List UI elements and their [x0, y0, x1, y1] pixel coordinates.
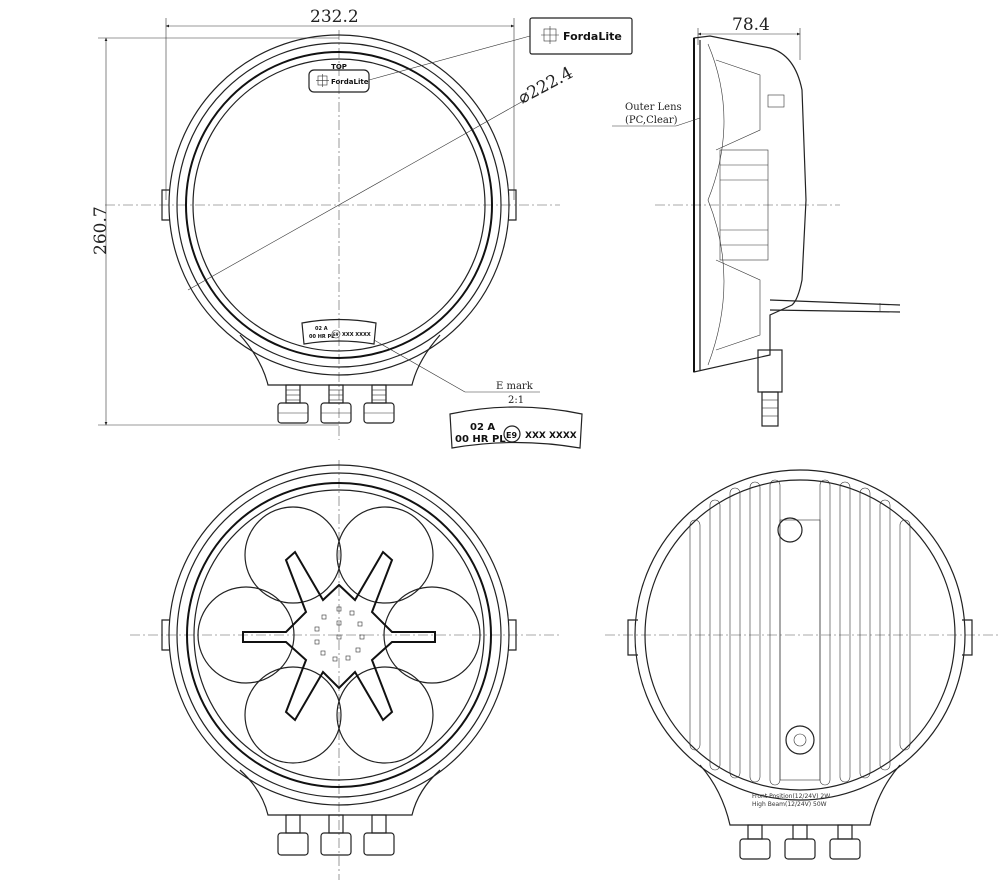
rear-vent-plug [777, 517, 803, 543]
lens-emark-badge [301, 318, 377, 345]
outer-lens-label-line2: (PC,Clear) [625, 115, 678, 126]
petal-5 [244, 666, 342, 764]
lens-emark-line2: 00 HR PL [309, 334, 335, 340]
reflector-ring-3 [186, 482, 492, 788]
lens-emark-code: E9 [333, 332, 339, 337]
brand-callout-text: FordaLite [563, 30, 622, 43]
height-dimension-text: 260.7 [91, 206, 111, 255]
top-label: TOP [331, 63, 347, 71]
rear-spec-line2: High Beam(12/24V) 50W [752, 801, 827, 808]
lens-emark-serial: XXX XXXX [342, 332, 371, 338]
depth-dimension-text: 78.4 [732, 15, 770, 35]
emark-scale-label: 2:1 [508, 395, 524, 406]
rear-spec-line1: Front Position(12/24V) 2W [752, 793, 830, 800]
emark-callout-leader [373, 339, 466, 393]
reflector-ring-2 [176, 472, 502, 798]
outer-bezel-ring [168, 34, 510, 376]
rear-bolts [739, 824, 861, 860]
rear-center-channel [779, 519, 821, 781]
rear-cooling-fins [689, 479, 911, 786]
diameter-leader [187, 99, 526, 291]
emark-enlarged-code: E9 [506, 431, 517, 440]
bezel-ring-2 [176, 42, 502, 368]
emark-callout-label: E mark [496, 381, 534, 392]
emark-enlarged-serial: XXX XXXX [525, 431, 577, 441]
reflector-left-ear [161, 619, 170, 651]
front-bolts [277, 384, 395, 424]
outer-lens-label-line1: Outer Lens [625, 102, 682, 113]
right-mount-ear [508, 189, 517, 221]
front-view: TOP FordaLite 02 A 00 HR PL E9 XXX XXXX [91, 7, 633, 449]
brand-callout-leader [368, 35, 531, 81]
emark-enlarged-circle-icon [503, 425, 521, 443]
reflector-outer-ring [168, 464, 510, 806]
rear-right-ear [962, 619, 973, 656]
reflector-petals [197, 506, 481, 764]
reflector-bolts [277, 814, 395, 856]
emark-enlarged-line2: 00 HR PL [455, 434, 506, 445]
bolt-right [363, 384, 395, 424]
side-mount-stud [761, 391, 779, 427]
top-badge [308, 69, 370, 93]
bolt-center [320, 384, 352, 424]
petal-2 [336, 506, 434, 604]
reflector-housing-bracket [239, 769, 441, 816]
bolt-left [277, 384, 309, 424]
brand-callout-logo-icon [541, 26, 559, 44]
rear-cable-gland-inner [793, 733, 807, 747]
lens-emark-line1: 02 A [315, 326, 328, 332]
petal-3 [383, 586, 481, 684]
lens-emark-circle-icon [331, 329, 341, 339]
lens-ring [192, 58, 486, 352]
diameter-dimension-text: ⌀222.4 [515, 63, 576, 108]
rear-outer-ring [634, 469, 966, 801]
led-ring [314, 606, 365, 662]
bezel-ring-3 [185, 51, 493, 359]
rear-cable-gland [785, 725, 815, 755]
outer-lens-leader [675, 117, 701, 127]
reflector-star-center [242, 550, 436, 722]
badge-logo-icon [316, 74, 329, 87]
reflector-ring-4 [193, 489, 485, 781]
brand-callout-box [529, 17, 633, 55]
emark-enlarged-badge [449, 406, 583, 449]
petal-4 [336, 666, 434, 764]
rear-view: Front Position(12/24V) 2W High Beam(12/2… [605, 469, 1000, 860]
side-reflector-upper [715, 59, 761, 151]
petal-1 [244, 506, 342, 604]
side-vent-plug [767, 94, 785, 108]
side-cable [769, 299, 901, 313]
width-dimension-text: 232.2 [310, 7, 359, 27]
rear-inner-ring [644, 479, 956, 791]
reflector-view [130, 460, 560, 880]
side-housing [693, 35, 807, 373]
reflector-right-ear [508, 619, 517, 651]
badge-brand-text: FordaLite [331, 78, 369, 86]
side-view: 78.4 Outer Lens (PC,Clear) [612, 15, 901, 427]
side-heatsink-core [719, 149, 769, 261]
rear-left-ear [627, 619, 638, 656]
petal-6 [197, 586, 295, 684]
emark-enlarged-line1: 02 A [470, 422, 495, 433]
side-reflector-curve [707, 43, 725, 366]
side-reflector-lower [715, 259, 761, 351]
